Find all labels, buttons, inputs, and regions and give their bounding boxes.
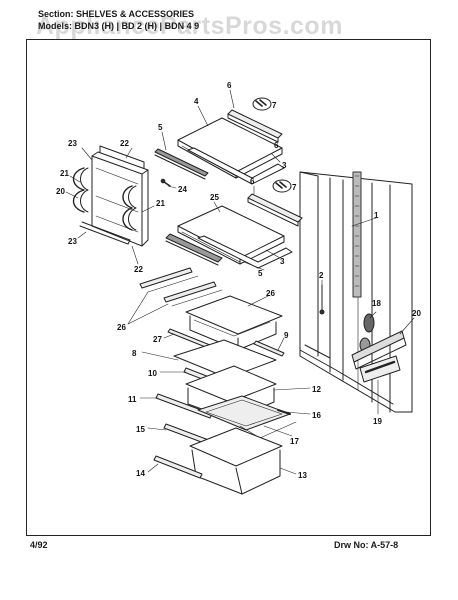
callout-6-top: 6 [227, 81, 232, 90]
callout-14: 14 [136, 469, 145, 478]
callout-10: 10 [148, 369, 157, 378]
callout-27: 27 [153, 335, 162, 344]
callout-20: 20 [412, 309, 421, 318]
models-label: Models: [38, 21, 73, 31]
part-7-clip-lower [272, 179, 292, 193]
part-5-shelf-rail-lower [165, 233, 223, 266]
callout-11: 11 [128, 395, 137, 404]
callout-16: 16 [312, 411, 321, 420]
part-25-middle-shelf [177, 205, 285, 265]
callout-12: 12 [312, 385, 321, 394]
part-26-drawer-rails [139, 267, 223, 307]
part-3-shelf-trim-lower [197, 235, 293, 269]
part-3-shelf-trim-upper [187, 147, 285, 185]
part-24-screw [160, 178, 171, 187]
part-27-drawer-rail [167, 328, 211, 349]
callout-18: 18 [372, 299, 381, 308]
callout-8: 8 [132, 349, 137, 358]
callout-6-right: 6 [274, 141, 279, 150]
part-26-upper-drawer [185, 295, 283, 351]
callout-19: 19 [373, 417, 382, 426]
models-value: BDN3 (H) | BD 2 (H) | BDN 4 9 [74, 21, 200, 31]
callout-13: 13 [298, 471, 307, 480]
part-14-drawer-rail [153, 455, 203, 479]
callout-5-mid: 5 [258, 269, 263, 278]
part-18-bushing [359, 313, 375, 353]
callout-23-bottom: 23 [68, 237, 77, 246]
part-20-bracket [351, 330, 407, 370]
section-label: Section: [38, 9, 74, 19]
footer-drawing-number: Drw No: A-57-8 [334, 540, 399, 550]
callout-25: 25 [210, 193, 219, 202]
callout-7-top: 7 [272, 101, 277, 110]
part-6-shelf-rail-top [227, 109, 283, 143]
refrigerator-cabinet [299, 171, 413, 413]
part-7-clip-upper [252, 97, 272, 111]
leader-lines [65, 89, 415, 475]
part-6-shelf-rail-middle [247, 193, 303, 227]
models-row: Models: BDN3 (H) | BD 2 (H) | BDN 4 9 [38, 20, 438, 32]
callout-23-top: 23 [68, 139, 77, 148]
callout-2: 2 [319, 271, 324, 280]
callout-15: 15 [136, 425, 145, 434]
callout-7-mid: 7 [292, 183, 297, 192]
part-9-drawer-rail [253, 340, 285, 357]
part-5-shelf-rail-upper [154, 148, 209, 180]
callout-26-left: 26 [117, 323, 126, 332]
watermark: AppliancePartsPros.com [36, 12, 343, 40]
callout-20-left: 20 [56, 187, 65, 196]
callout-4: 4 [194, 97, 199, 106]
diagram-header: Section: SHELVES & ACCESSORIES Models: B… [38, 8, 438, 32]
part-21-22-23-bracket-assembly [72, 145, 149, 247]
callout-21-left: 21 [60, 169, 69, 178]
diagram-frame [26, 39, 431, 536]
callout-17: 17 [290, 437, 299, 446]
callout-1: 1 [374, 211, 379, 220]
part-8-drawer-cover [173, 339, 277, 379]
callout-22-top: 22 [120, 139, 129, 148]
callout-21-right: 21 [156, 199, 165, 208]
part-16-17-drawer-lid [197, 395, 297, 439]
callout-labels: 4 6 7 5 6 3 24 6 7 25 3 5 1 2 22 23 21 2… [56, 81, 421, 480]
part-13-lower-drawer [189, 427, 283, 495]
part-11-drawer-rail [155, 393, 213, 419]
part-19-rail [359, 355, 401, 383]
section-value: SHELVES & ACCESSORIES [76, 9, 195, 19]
callout-5-top: 5 [158, 123, 163, 132]
callout-6-mid: 6 [250, 177, 255, 186]
callout-3-mid: 3 [280, 257, 285, 266]
callout-26-right: 26 [266, 289, 275, 298]
callout-22-bottom: 22 [134, 265, 143, 274]
callout-3-top: 3 [282, 161, 287, 170]
callout-9: 9 [284, 331, 289, 340]
footer-date: 4/92 [30, 540, 48, 550]
callout-24: 24 [178, 185, 187, 194]
section-row: Section: SHELVES & ACCESSORIES [38, 8, 438, 20]
